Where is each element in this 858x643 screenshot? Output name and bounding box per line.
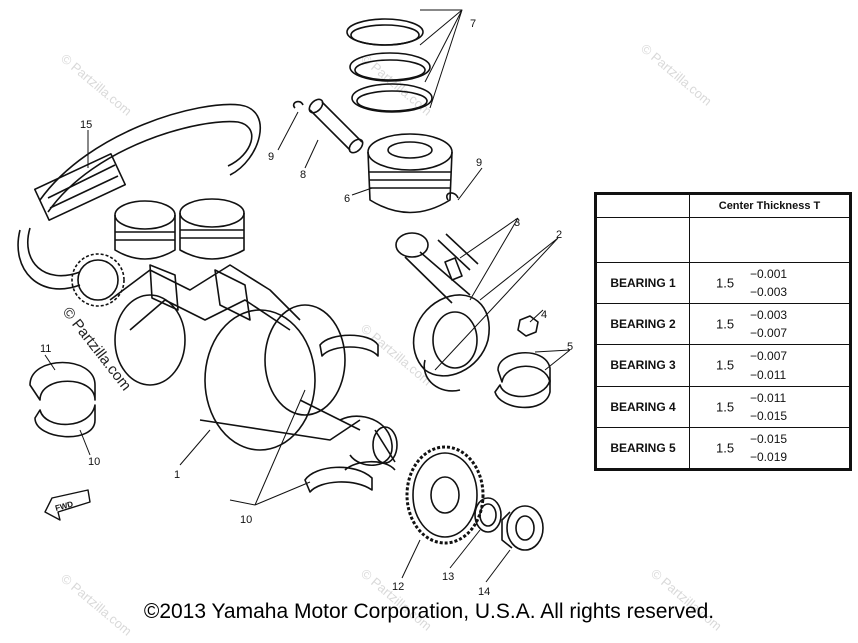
primary-gear — [405, 445, 485, 545]
lower-tolerance: −0.003 — [750, 285, 788, 300]
table-row: BEARING 5 1.5 −0.015 −0.019 — [596, 426, 850, 470]
upper-tolerance: −0.011 — [750, 390, 787, 405]
bearing-thickness-table: Center Thickness T BEARING 1 1.5 −0.001 … — [594, 192, 852, 471]
callout-2: 2 — [556, 229, 562, 241]
callout-14: 14 — [478, 586, 490, 598]
leader-lines — [44, 9, 571, 583]
piston — [367, 133, 453, 214]
upper-tolerance: −0.015 — [750, 431, 788, 446]
table-row: BEARING 3 1.5 −0.007 −0.011 — [596, 344, 850, 387]
washer — [474, 497, 502, 533]
lower-tolerance: −0.019 — [750, 450, 788, 464]
nut — [501, 505, 544, 551]
callout-7: 7 — [470, 18, 476, 30]
callout-12: 12 — [392, 581, 404, 593]
bearing-name: BEARING 1 — [596, 261, 690, 305]
callout-9: 9 — [476, 157, 482, 169]
nominal-value: 1.5 — [716, 440, 735, 456]
pin-clip — [446, 192, 459, 201]
table-row: BEARING 2 1.5 −0.003 −0.007 — [596, 303, 850, 346]
connecting-rod — [395, 232, 490, 392]
callout-5: 5 — [567, 341, 573, 353]
bearing-name: BEARING 4 — [596, 385, 690, 428]
table-row: BEARING 1 1.5 −0.001 −0.003 — [596, 261, 850, 305]
pin-clip — [292, 100, 304, 109]
callout-3: 3 — [514, 217, 520, 229]
copyright-notice: ©2013 Yamaha Motor Corporation, U.S.A. A… — [143, 600, 715, 623]
fwd-label: FWD — [54, 499, 74, 512]
cam-chain — [17, 103, 262, 290]
callout-10: 10 — [240, 514, 252, 526]
bearing-shells — [29, 334, 551, 493]
table-header: Center Thickness T — [689, 194, 850, 218]
callout-9: 9 — [268, 151, 274, 163]
table-row: BEARING 4 1.5 −0.011 −0.015 — [596, 385, 850, 428]
bearing-name: BEARING 5 — [596, 426, 690, 470]
callout-10: 10 — [88, 456, 100, 468]
fwd-arrow-icon — [44, 489, 91, 521]
callout-1: 1 — [174, 469, 180, 481]
callout-13: 13 — [442, 571, 454, 583]
callout-labels: 7 9 8 6 9 3 2 4 5 15 11 10 1 10 12 13 14… — [40, 18, 573, 598]
nominal-value: 1.5 — [716, 316, 735, 332]
crank-sprocket-left — [71, 253, 125, 307]
callout-6: 6 — [344, 193, 350, 205]
upper-tolerance: −0.001 — [750, 267, 788, 281]
callout-8: 8 — [300, 169, 306, 181]
piston-pin — [308, 98, 364, 154]
bearing-name: BEARING 2 — [596, 303, 690, 346]
callout-11: 11 — [40, 343, 51, 355]
lower-tolerance: −0.007 — [750, 326, 788, 341]
watermark: © Partzilla.com — [58, 51, 135, 119]
watermark: © Partzilla.com — [638, 41, 715, 109]
pistons-assembled — [114, 198, 245, 260]
crankshaft — [109, 264, 398, 467]
nominal-value: 1.5 — [716, 357, 735, 373]
rod-nut — [517, 315, 539, 337]
bearing-name: BEARING 3 — [596, 344, 690, 387]
upper-tolerance: −0.003 — [750, 308, 788, 323]
callout-4: 4 — [541, 309, 547, 321]
lower-tolerance: −0.011 — [750, 367, 787, 382]
nominal-value: 1.5 — [716, 399, 735, 415]
piston-rings — [346, 18, 433, 113]
upper-tolerance: −0.007 — [750, 349, 788, 364]
callout-15: 15 — [80, 119, 92, 131]
watermark: © Partzilla.com — [358, 321, 435, 389]
lower-tolerance: −0.015 — [750, 408, 788, 423]
nominal-value: 1.5 — [716, 275, 735, 291]
